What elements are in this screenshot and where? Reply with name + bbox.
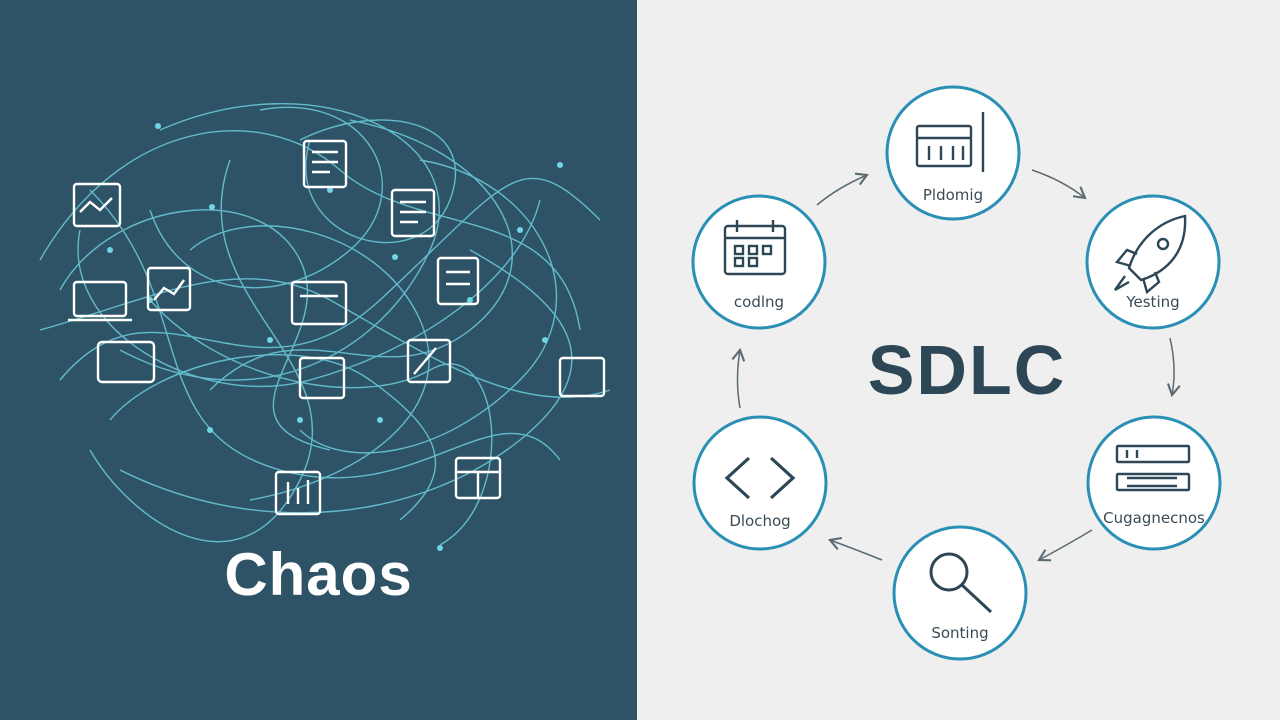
arrow-planning-to-testing <box>1031 169 1087 200</box>
document-icon <box>390 188 436 238</box>
stage-label: Pldomig <box>923 186 983 204</box>
stage-label: Dlochog <box>729 512 790 530</box>
bars-icon <box>274 470 322 516</box>
graph-icon <box>406 338 452 384</box>
grid-icon <box>298 356 346 400</box>
table-icon <box>436 256 480 306</box>
stage-node: Pldomig <box>885 85 1021 221</box>
stage-node: Sonting <box>892 525 1028 661</box>
rocket-icon <box>1114 214 1187 295</box>
server-rack-icon <box>1115 444 1191 492</box>
laptop-icon <box>72 280 128 318</box>
magnifier-icon <box>929 552 993 614</box>
chart-icon <box>146 266 192 312</box>
arrow-coding-to-planning <box>816 172 869 206</box>
window-icon <box>290 280 348 326</box>
line-nodes <box>107 123 563 551</box>
sdlc-title: SDLC <box>867 331 1067 409</box>
code-brackets-icon <box>724 456 796 500</box>
code-box-icon <box>96 340 156 384</box>
chaos-network <box>39 103 611 551</box>
arrow-sorting-to-debugging <box>828 536 883 561</box>
chaos-panel: Chaos <box>0 0 637 720</box>
arrow-deploy-to-sorting <box>1037 529 1093 562</box>
document-icon <box>302 139 348 189</box>
stage-node: Cugagnecnos <box>1086 415 1222 551</box>
chaos-doc-icons <box>68 139 606 516</box>
stage-label: codlng <box>734 293 784 311</box>
stage-node: codlng <box>691 194 827 330</box>
cycle-arrows <box>731 169 1181 562</box>
sdlc-panel: Pldomig Yesting <box>637 0 1280 720</box>
calendar-icon <box>723 220 787 276</box>
stage-label: Sonting <box>931 624 988 642</box>
image-icon <box>72 182 122 228</box>
stage-label: Yesting <box>1125 293 1179 311</box>
stage-node: Dlochog <box>692 415 828 551</box>
arrow-debugging-to-coding <box>731 347 746 409</box>
stage-node: Yesting <box>1085 194 1221 330</box>
calendar-grid-icon <box>915 112 985 172</box>
sdlc-cycle: Pldomig Yesting <box>691 85 1222 661</box>
puzzle-icon <box>558 356 606 398</box>
stage-label: Cugagnecnos <box>1103 509 1205 527</box>
chaos-title: Chaos <box>224 541 413 608</box>
arrow-testing-to-deploy <box>1167 337 1181 398</box>
